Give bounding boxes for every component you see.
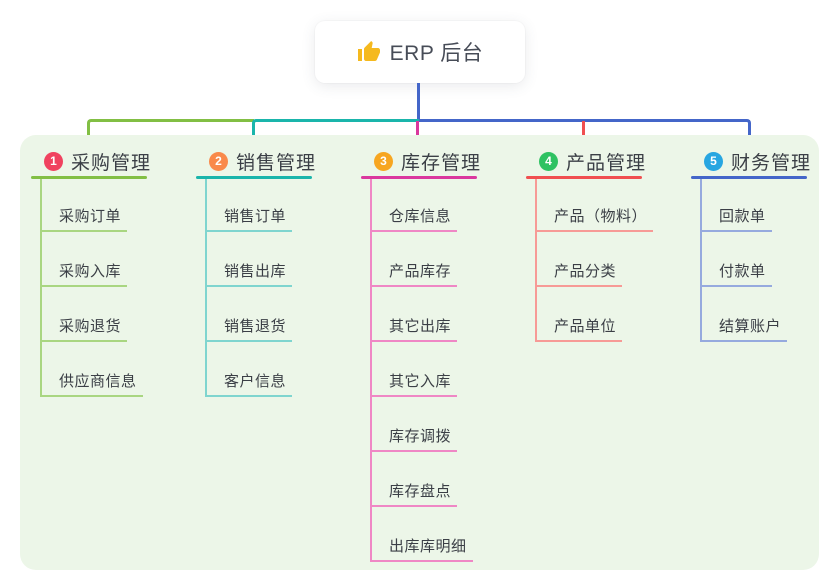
child-node[interactable]: 出库库明细 (370, 537, 473, 562)
child-node[interactable]: 产品单位 (535, 317, 623, 342)
branch-number-badge: 3 (374, 151, 393, 171)
child-node[interactable]: 结算账户 (700, 317, 788, 342)
child-node[interactable]: 产品（物料） (535, 207, 654, 232)
child-node[interactable]: 其它出库 (370, 317, 458, 342)
branches-panel (20, 135, 819, 570)
branch-child-connector (535, 179, 537, 342)
connector-line-branch2 (252, 119, 419, 143)
connector-line-branch3 (416, 121, 419, 143)
branch-underline (526, 176, 642, 179)
branch-title: 库存管理 (401, 152, 482, 174)
child-node[interactable]: 客户信息 (205, 372, 293, 397)
child-node[interactable]: 销售出库 (205, 262, 293, 287)
thumbs-up-icon (357, 40, 381, 64)
branch-node[interactable]: 2 销售管理 (196, 148, 316, 174)
root-node[interactable]: ERP 后台 (315, 21, 525, 83)
branch-number-badge: 1 (44, 151, 63, 171)
branch-node[interactable]: 4 产品管理 (526, 148, 646, 174)
connector-line-branch1 (87, 119, 254, 143)
child-node[interactable]: 销售退货 (205, 317, 293, 342)
connector-line-branch4 (582, 121, 585, 143)
root-title: ERP 后台 (389, 42, 484, 65)
root-connector-line (417, 83, 420, 121)
branch-child-connector (700, 179, 702, 342)
branch-child-connector (40, 179, 42, 397)
child-node[interactable]: 产品库存 (370, 262, 458, 287)
child-node[interactable]: 采购入库 (40, 262, 128, 287)
branch-underline (691, 176, 807, 179)
branch-node[interactable]: 3 库存管理 (361, 148, 481, 174)
branch-title: 采购管理 (71, 152, 152, 174)
branch-title: 销售管理 (236, 152, 317, 174)
child-node[interactable]: 付款单 (700, 262, 772, 287)
branch-number-badge: 4 (539, 151, 558, 171)
child-node[interactable]: 销售订单 (205, 207, 293, 232)
child-node[interactable]: 采购退货 (40, 317, 128, 342)
branch-title: 财务管理 (731, 152, 812, 174)
child-node[interactable]: 采购订单 (40, 207, 128, 232)
branch-underline (196, 176, 312, 179)
branch-number-badge: 2 (209, 151, 228, 171)
child-node[interactable]: 产品分类 (535, 262, 623, 287)
branch-child-connector (370, 179, 372, 562)
child-node[interactable]: 仓库信息 (370, 207, 458, 232)
child-node[interactable]: 库存盘点 (370, 482, 458, 507)
connector-line-branch5 (419, 119, 751, 143)
branch-title: 产品管理 (566, 152, 647, 174)
branch-node[interactable]: 1 采购管理 (31, 148, 151, 174)
child-node[interactable]: 库存调拨 (370, 427, 458, 452)
child-node[interactable]: 供应商信息 (40, 372, 143, 397)
branch-number-badge: 5 (704, 151, 723, 171)
child-node[interactable]: 回款单 (700, 207, 772, 232)
branch-node[interactable]: 5 财务管理 (691, 148, 811, 174)
child-node[interactable]: 其它入库 (370, 372, 458, 397)
branch-underline (31, 176, 147, 179)
branch-child-connector (205, 179, 207, 397)
branch-underline (361, 176, 477, 179)
